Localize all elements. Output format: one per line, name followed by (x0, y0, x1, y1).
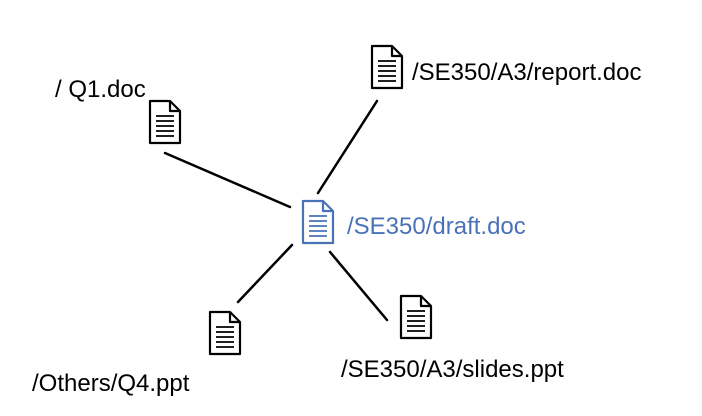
report-node[interactable]: /SE350/A3/report.doc (370, 44, 641, 90)
center-node-label: /SE350/draft.doc (347, 213, 526, 240)
q1-node-label: / Q1.doc (55, 76, 146, 103)
q4-node[interactable]: /Others/Q4.ppt (32, 310, 242, 397)
document-icon (148, 99, 182, 145)
document-icon (208, 310, 242, 356)
report-node-label: /SE350/A3/report.doc (412, 59, 641, 86)
edge-center-to-slides (328, 250, 389, 322)
document-icon (301, 199, 335, 245)
slides-node[interactable]: /SE350/A3/slides.ppt (341, 294, 564, 383)
q1-node[interactable]: / Q1.doc (55, 76, 182, 145)
document-icon (399, 294, 433, 340)
slides-node-label: /SE350/A3/slides.ppt (341, 356, 564, 383)
document-icon (370, 44, 404, 90)
center-node[interactable]: /SE350/draft.doc (301, 199, 526, 245)
edge-center-to-report (316, 99, 379, 195)
edge-center-to-q4 (236, 243, 294, 304)
edge-center-to-q1 (163, 151, 292, 209)
q4-node-label: /Others/Q4.ppt (32, 370, 190, 397)
